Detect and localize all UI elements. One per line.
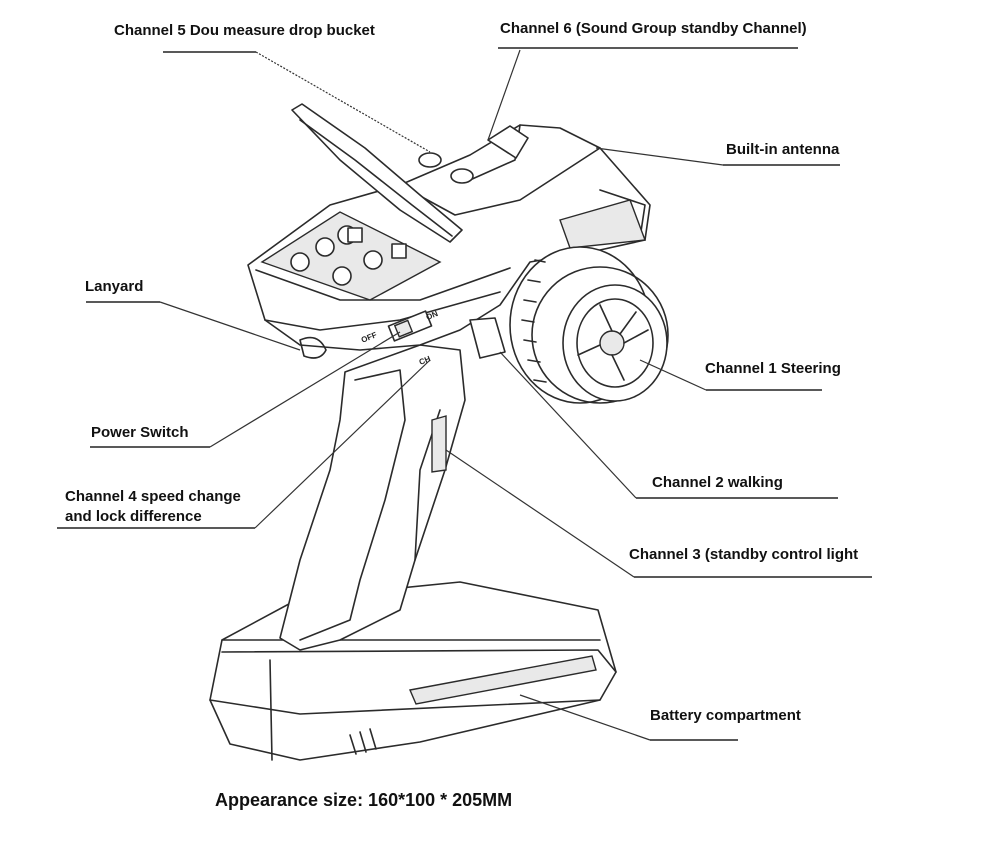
label-channel-4-line1: Channel 4 speed change xyxy=(65,488,241,505)
label-power-switch: Power Switch xyxy=(91,424,189,441)
label-battery-compartment: Battery compartment xyxy=(650,707,801,724)
lanyard-loop xyxy=(299,336,327,359)
battery-base xyxy=(209,581,617,761)
label-channel-4-line2: and lock difference xyxy=(65,508,202,525)
label-channel-3: Channel 3 (standby control light xyxy=(629,546,859,563)
label-channel-5: Channel 5 Dou measure drop bucket xyxy=(114,22,375,39)
trigger xyxy=(469,317,506,359)
label-channel-1: Channel 1 Steering xyxy=(705,360,841,377)
appearance-size-caption: Appearance size: 160*100 * 205MM xyxy=(215,790,513,810)
label-lanyard: Lanyard xyxy=(85,278,144,295)
pistol-grip xyxy=(279,344,466,651)
transmitter-body xyxy=(247,103,651,351)
label-built-in-antenna: Built-in antenna xyxy=(726,141,840,158)
label-channel-6: Channel 6 (Sound Group standby Channel) xyxy=(500,20,807,37)
label-channel-2: Channel 2 walking xyxy=(652,474,783,491)
steering-wheel xyxy=(509,246,669,404)
leader-lines xyxy=(57,47,872,741)
